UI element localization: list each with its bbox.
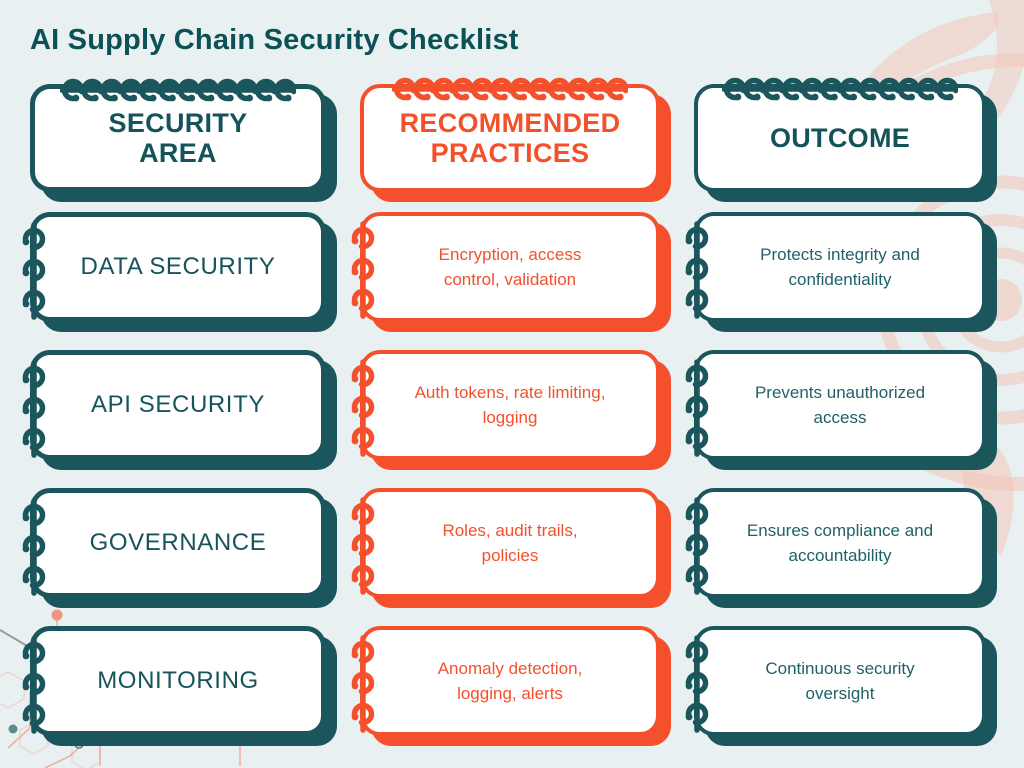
checklist-infographic: AI Supply Chain Security Checklist SECUR… [0, 24, 1024, 736]
cell-text: Encryption, access control, validation [438, 244, 582, 290]
cell-governance-practices: Roles, audit trails, policies [360, 488, 660, 598]
row-card-api-security: API SECURITY [30, 350, 326, 460]
cell-text: Continuous security oversight [765, 658, 915, 704]
header-card-security-area: SECURITY AREA [30, 84, 326, 192]
row-label: API SECURITY [91, 391, 265, 418]
checklist-grid: SECURITY AREA DATA SECURITY API SECURITY… [30, 84, 1024, 736]
binding-coils-icon [346, 635, 380, 735]
binding-coils-icon [17, 498, 51, 598]
binding-coils-icon [17, 636, 51, 736]
binding-coils-icon [346, 359, 380, 459]
binding-coils-icon [722, 71, 958, 107]
page-title: AI Supply Chain Security Checklist [30, 24, 519, 56]
row-label: DATA SECURITY [80, 253, 276, 280]
binding-coils-icon [60, 72, 296, 108]
cell-text: Ensures compliance and accountability [746, 520, 934, 566]
row-card-monitoring: MONITORING [30, 626, 326, 736]
row-label: GOVERNANCE [89, 529, 267, 556]
cell-governance-outcome: Ensures compliance and accountability [694, 488, 986, 598]
row-card-data-security: DATA SECURITY [30, 212, 326, 322]
cell-text: Anomaly detection, logging, alerts [437, 658, 583, 704]
column-recommended-practices: RECOMMENDED PRACTICES Encryption, access… [360, 84, 660, 736]
binding-coils-icon [392, 71, 628, 107]
column-security-area: SECURITY AREA DATA SECURITY API SECURITY… [30, 84, 326, 736]
column-outcome: OUTCOME Protects integrity and confident… [694, 84, 986, 736]
column-header-label: RECOMMENDED PRACTICES [399, 107, 621, 168]
binding-coils-icon [680, 359, 714, 459]
header-card-outcome: OUTCOME [694, 84, 986, 192]
cell-api-security-practices: Auth tokens, rate limiting, logging [360, 350, 660, 460]
binding-coils-icon [346, 221, 380, 321]
row-card-governance: GOVERNANCE [30, 488, 326, 598]
binding-coils-icon [680, 221, 714, 321]
cell-text: Prevents unauthorized access [754, 382, 926, 428]
column-header-label: SECURITY AREA [108, 107, 248, 168]
binding-coils-icon [17, 222, 51, 322]
cell-monitoring-practices: Anomaly detection, logging, alerts [360, 626, 660, 736]
row-label: MONITORING [97, 667, 259, 694]
binding-coils-icon [680, 635, 714, 735]
cell-api-security-outcome: Prevents unauthorized access [694, 350, 986, 460]
cell-data-security-outcome: Protects integrity and confidentiality [694, 212, 986, 322]
binding-coils-icon [346, 497, 380, 597]
cell-text: Roles, audit trails, policies [442, 520, 578, 566]
binding-coils-icon [17, 360, 51, 460]
column-header-label: OUTCOME [769, 122, 911, 153]
binding-coils-icon [680, 497, 714, 597]
cell-text: Auth tokens, rate limiting, logging [414, 382, 606, 428]
cell-text: Protects integrity and confidentiality [760, 244, 920, 290]
header-card-recommended-practices: RECOMMENDED PRACTICES [360, 84, 660, 192]
cell-monitoring-outcome: Continuous security oversight [694, 626, 986, 736]
cell-data-security-practices: Encryption, access control, validation [360, 212, 660, 322]
